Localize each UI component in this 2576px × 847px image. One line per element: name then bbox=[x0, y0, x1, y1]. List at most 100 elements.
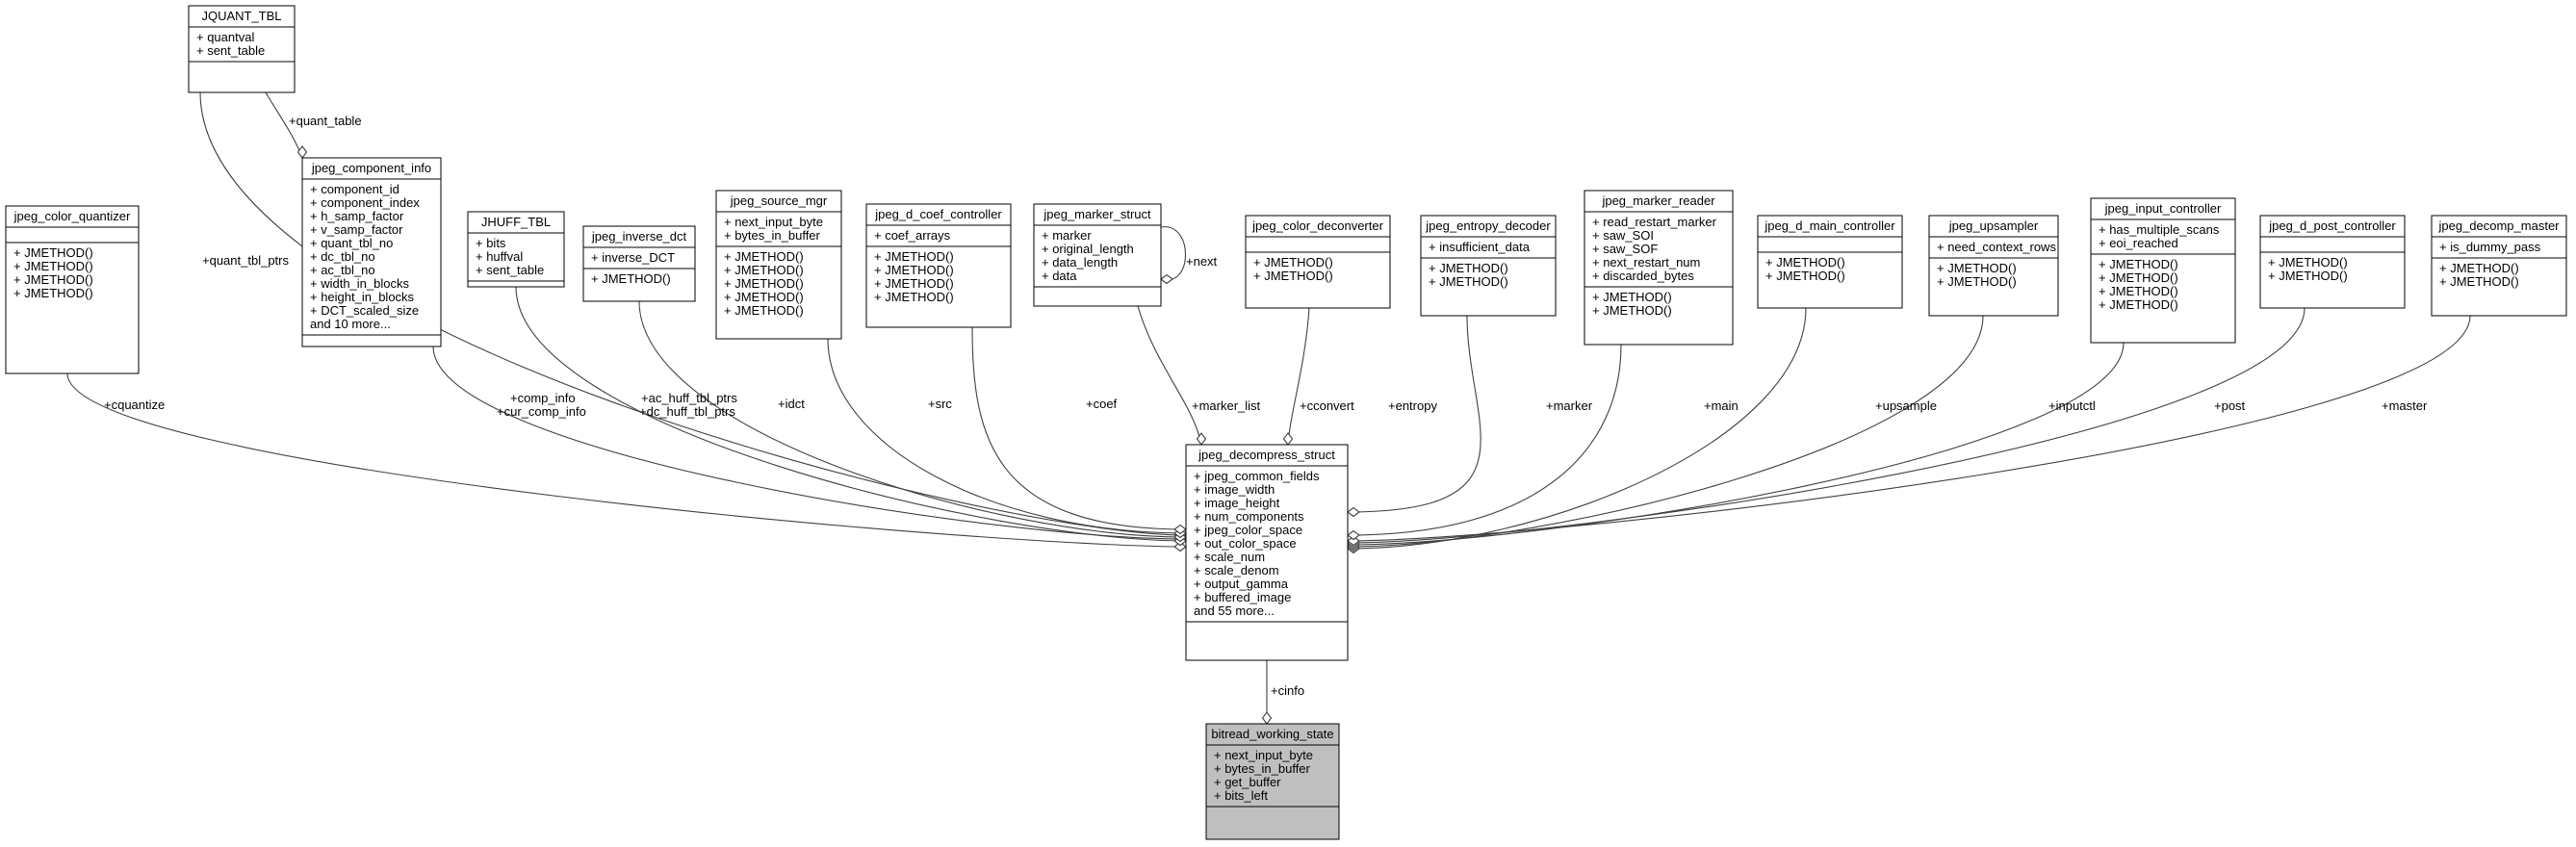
class-attribute: + insufficient_data bbox=[1429, 240, 1531, 254]
class-attribute: + image_height bbox=[1194, 496, 1280, 510]
class-node-jquant-tbl[interactable]: JQUANT_TBL + quantval+ sent_table bbox=[188, 5, 296, 93]
class-attribute: + eoi_reached bbox=[2099, 236, 2178, 250]
class-attribute: + scale_num bbox=[1194, 550, 1265, 564]
edge-label: +idct bbox=[778, 397, 805, 411]
aggregation-diamond-icon bbox=[1347, 529, 1360, 541]
class-node-jpeg-entropy-decoder[interactable]: jpeg_entropy_decoder + insufficient_data +… bbox=[1420, 215, 1557, 317]
class-attribute: + has_multiple_scans bbox=[2099, 222, 2220, 237]
class-method: + JMETHOD() bbox=[13, 245, 93, 260]
class-attribute: + h_samp_factor bbox=[310, 209, 404, 223]
association-line bbox=[1347, 307, 1807, 550]
class-attribute: + data bbox=[1042, 269, 1077, 283]
association-line bbox=[971, 326, 1187, 530]
class-node-jpeg-d-main-controller[interactable]: jpeg_d_main_controller+ JMETHOD()+ JMETH… bbox=[1757, 215, 1903, 309]
class-node-jpeg-decomp-master[interactable]: jpeg_decomp_master+ is_dummy_pass+ JMETH… bbox=[2431, 215, 2567, 317]
class-node-jhuff-tbl[interactable]: JHUFF_TBL+ bits+ huffval+ sent_table bbox=[467, 211, 565, 288]
nodes-layer: JQUANT_TBL+ quantval+ sent_tablejpeg_col… bbox=[5, 5, 2567, 840]
class-attribute: + sent_table bbox=[196, 43, 265, 58]
class-title: jpeg_component_info bbox=[311, 161, 431, 175]
class-attribute: + marker bbox=[1042, 228, 1092, 243]
class-box bbox=[5, 205, 140, 374]
class-attribute: + sent_table bbox=[476, 263, 544, 277]
class-method: + JMETHOD() bbox=[1253, 255, 1333, 270]
class-node-jpeg-d-coef-controller[interactable]: jpeg_d_coef_controller+ coef_arrays+ JME… bbox=[865, 203, 1012, 328]
association-line bbox=[1347, 315, 1481, 513]
class-method: + JMETHOD() bbox=[591, 271, 671, 286]
class-box bbox=[2431, 215, 2567, 317]
class-method: + JMETHOD() bbox=[2099, 284, 2178, 298]
class-node-jpeg-source-mgr[interactable]: jpeg_source_mgr+ next_input_byte+ bytes_… bbox=[715, 190, 842, 340]
edge-jpeg-source-mgr bbox=[827, 338, 1187, 539]
edge-label: +master bbox=[2382, 398, 2428, 413]
class-method: + JMETHOD() bbox=[724, 249, 804, 264]
class-node-jpeg-color-quantizer[interactable]: jpeg_color_quantizer+ JMETHOD()+ JMETHOD… bbox=[5, 205, 140, 374]
class-box bbox=[1185, 444, 1349, 661]
class-attribute: + quantval bbox=[196, 30, 254, 44]
class-title: jpeg_input_controller bbox=[2104, 201, 2222, 216]
class-node-jpeg-marker-reader[interactable]: jpeg_marker_reader+ read_restart_marker+… bbox=[1584, 190, 1734, 346]
class-title: jpeg_decomp_master bbox=[2437, 218, 2560, 233]
edge-label: +quant_table bbox=[289, 114, 362, 128]
class-node-bitread-working-state[interactable]: bitread_working_state + next_input_byte+ … bbox=[1205, 723, 1340, 840]
class-node-jpeg-decompress-struct[interactable]: jpeg_decompress_struct+ jpeg_common_fiel… bbox=[1185, 444, 1349, 661]
class-method: + JMETHOD() bbox=[2268, 255, 2348, 270]
class-box bbox=[1245, 215, 1391, 309]
class-method: + JMETHOD() bbox=[1429, 274, 1508, 289]
edge-jpeg-upsampler bbox=[1347, 315, 1984, 552]
association-line bbox=[1287, 307, 1310, 446]
class-box bbox=[715, 190, 842, 340]
class-node-jpeg-upsampler[interactable]: jpeg_upsampler+ need_context_rows+ JMETH… bbox=[1928, 215, 2059, 317]
class-box bbox=[1205, 723, 1340, 840]
class-method: + JMETHOD() bbox=[724, 263, 804, 277]
class-box bbox=[1420, 215, 1557, 317]
class-box bbox=[865, 203, 1012, 328]
class-title: bitread_working_state bbox=[1211, 727, 1333, 741]
class-attribute: + jpeg_common_fields bbox=[1194, 469, 1320, 483]
class-attribute: + bytes_in_buffer bbox=[1214, 761, 1311, 776]
edge-jpeg-d-post-controller bbox=[1347, 307, 2306, 549]
class-attribute: + quant_tbl_no bbox=[310, 236, 393, 250]
edge-jpeg-color-quantizer bbox=[66, 372, 1187, 552]
class-attribute: + saw_SOF bbox=[1592, 242, 1658, 256]
class-method: + JMETHOD() bbox=[13, 272, 93, 287]
class-attribute: + next_input_byte bbox=[724, 215, 823, 229]
class-attribute: + original_length bbox=[1042, 242, 1134, 256]
class-node-jpeg-input-controller[interactable]: jpeg_input_controller + has_multiple_scan… bbox=[2090, 197, 2236, 344]
edge-label: +cconvert bbox=[1300, 398, 1354, 413]
aggregation-diamond-icon bbox=[296, 145, 308, 159]
class-node-jpeg-component-info[interactable]: jpeg_component_info+ component_id+ compo… bbox=[301, 157, 442, 347]
edge-label: +next bbox=[1186, 254, 1218, 269]
class-attribute: + out_color_space bbox=[1194, 536, 1297, 551]
class-attribute: + bits bbox=[476, 236, 506, 250]
edge-label: +main bbox=[1704, 398, 1739, 413]
edge-jquant-to-component bbox=[265, 91, 308, 159]
aggregation-diamond-icon bbox=[1261, 711, 1273, 725]
class-method: + JMETHOD() bbox=[1765, 269, 1845, 283]
edge-label: +post bbox=[2214, 398, 2246, 413]
class-attribute: + coef_arrays bbox=[874, 228, 951, 243]
class-attribute: + jpeg_color_space bbox=[1194, 523, 1302, 537]
class-attribute: + next_input_byte bbox=[1214, 748, 1313, 762]
class-title: JQUANT_TBL bbox=[201, 9, 281, 23]
edge-label: +marker_list bbox=[1192, 398, 1261, 413]
edge-label: +src bbox=[928, 397, 952, 411]
class-box bbox=[2259, 215, 2406, 309]
edge-marker-self-loop bbox=[1160, 226, 1187, 285]
class-attribute: + next_restart_num bbox=[1592, 255, 1700, 270]
class-title: jpeg_d_post_controller bbox=[2268, 218, 2396, 233]
association-line bbox=[1160, 226, 1187, 281]
class-method: + JMETHOD() bbox=[874, 263, 954, 277]
class-title: jpeg_entropy_decoder bbox=[1425, 218, 1551, 233]
class-node-jpeg-marker-struct[interactable]: jpeg_marker_struct+ marker+ original_len… bbox=[1033, 203, 1162, 307]
association-line bbox=[199, 91, 1187, 536]
class-node-jpeg-inverse-dct[interactable]: jpeg_inverse_dct+ inverse_DCT+ JMETHOD() bbox=[582, 225, 696, 302]
class-node-jpeg-color-deconverter[interactable]: jpeg_color_deconverter+ JMETHOD()+ JMETH… bbox=[1245, 215, 1391, 309]
association-line bbox=[1347, 307, 2306, 544]
association-line bbox=[1347, 342, 2125, 546]
edge-label: +quant_tbl_ptrs bbox=[202, 253, 289, 268]
class-attribute: + huffval bbox=[476, 249, 523, 264]
edges-layer bbox=[66, 91, 2471, 725]
class-box bbox=[1928, 215, 2059, 317]
class-title: jpeg_inverse_dct bbox=[591, 229, 687, 244]
class-node-jpeg-d-post-controller[interactable]: jpeg_d_post_controller+ JMETHOD()+ JMETH… bbox=[2259, 215, 2406, 309]
